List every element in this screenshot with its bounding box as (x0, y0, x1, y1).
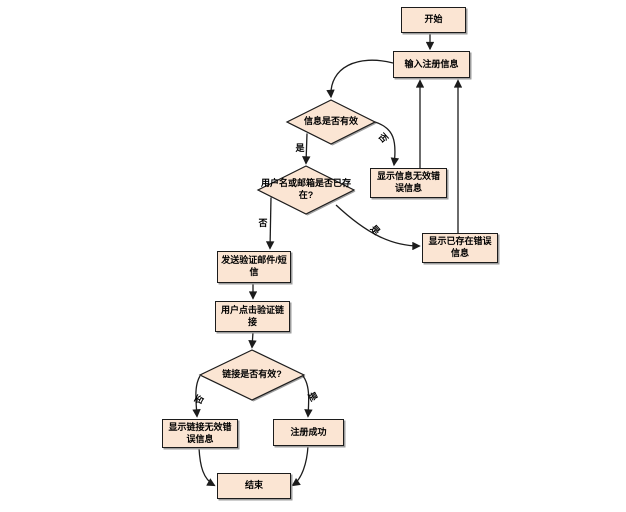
decision-link-valid-shape (198, 349, 306, 401)
decision-exists-shape (256, 165, 356, 215)
edge-click-to-link-valid (248, 331, 257, 349)
edge-label-exists-no: 否 (257, 218, 267, 228)
node-input-info: 输入注册信息 (393, 51, 470, 78)
edge-success-to-end (291, 445, 309, 487)
node-link-error: 显示链接无效错误信息 (162, 419, 238, 448)
decision-info-valid-shape (285, 99, 377, 145)
edge-info-valid-yes (302, 133, 311, 165)
edge-info-valid-no (374, 121, 400, 167)
edge-link-valid-no (192, 375, 201, 418)
node-success: 注册成功 (273, 419, 344, 446)
edge-exists-yes (335, 204, 421, 251)
node-exists-error: 显示已存在错误信息 (422, 233, 498, 263)
edge-exists-no (265, 197, 275, 250)
node-invalid-info-error: 显示信息无效错误信息 (370, 168, 447, 198)
edge-label-info-valid-yes: 是 (294, 143, 305, 153)
edge-link-error-to-end (198, 447, 216, 487)
node-end: 结束 (217, 473, 291, 499)
node-send-mail: 发送验证邮件/短信 (217, 251, 291, 283)
edge-input-to-info-valid (326, 59, 394, 99)
edge-label-info-valid-no: 否 (376, 131, 390, 145)
node-click-link: 用户点击验证链接 (215, 301, 290, 332)
edge-label-link-valid-no: 否 (192, 393, 206, 407)
edge-label-exists-yes: 是 (368, 223, 383, 238)
node-start: 开始 (401, 7, 466, 33)
edge-link-valid-yes (302, 375, 313, 418)
